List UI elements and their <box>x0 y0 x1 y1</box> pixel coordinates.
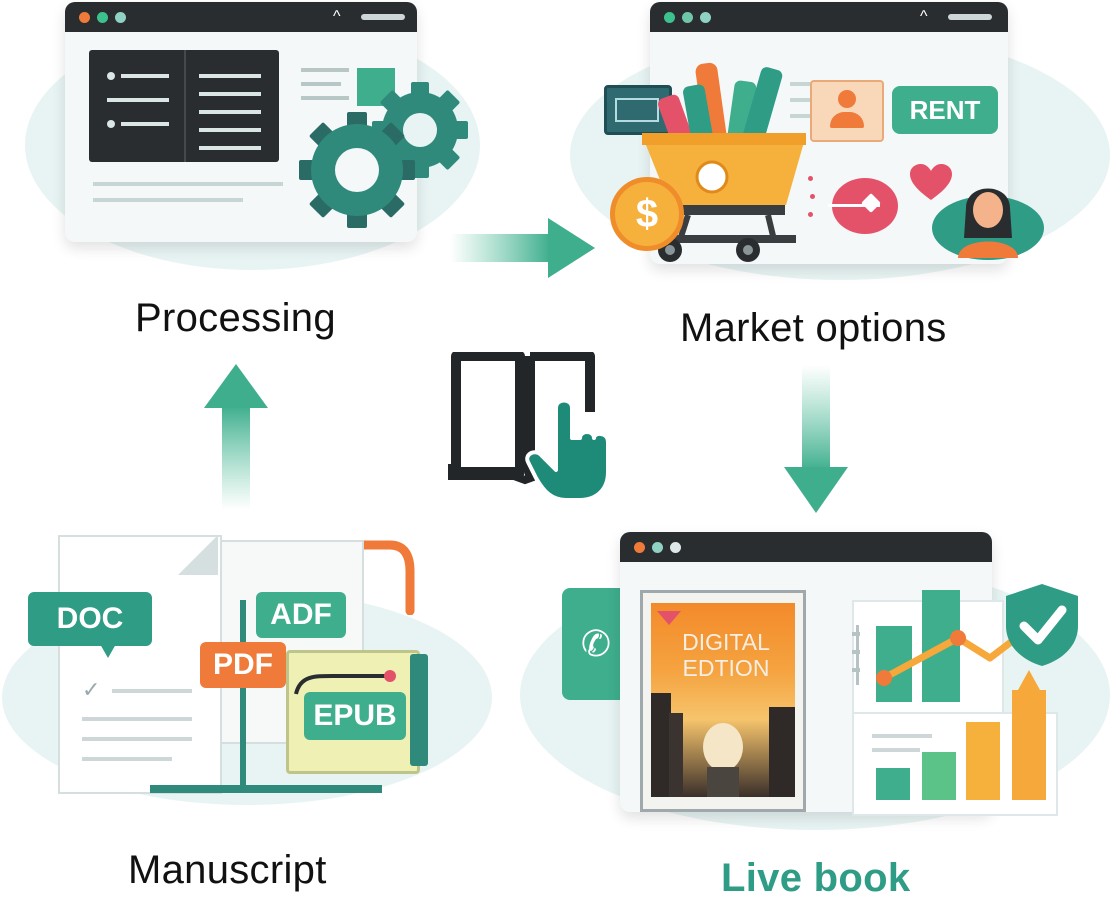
pdf-tag: PDF <box>200 642 286 688</box>
arrow-icon <box>450 218 595 278</box>
chevron-up-icon: ^ <box>333 8 341 25</box>
arrow-icon <box>784 365 848 513</box>
editor-panel <box>89 50 279 162</box>
phone-icon: ✆ <box>562 588 630 700</box>
market-label: Market options <box>680 306 947 350</box>
rent-button[interactable]: RENT <box>892 86 998 134</box>
gear-icon <box>299 82 468 228</box>
shopping-cart-icon <box>642 62 806 262</box>
epub-tag: EPUB <box>304 692 406 740</box>
document-front: ✓ <box>58 535 222 794</box>
adf-tag: ADF <box>256 592 346 638</box>
doc-tag: DOC <box>28 592 152 646</box>
live-window-titlebar <box>620 532 992 562</box>
ebook-cover: DIGITAL EDTION <box>640 590 806 812</box>
checkmark-icon: ✓ <box>82 677 101 702</box>
cover-title: DIGITAL EDTION <box>682 629 770 681</box>
arrow-icon <box>204 364 268 510</box>
manuscript-label: Manuscript <box>128 848 327 892</box>
chart-badge-icon <box>828 178 898 234</box>
connector-stand <box>240 600 246 790</box>
market-window-titlebar: ^ <box>650 2 1008 32</box>
dollar-coin-icon: $ <box>610 177 684 251</box>
shield-check-icon <box>1006 584 1078 666</box>
connector-pipe <box>340 540 415 615</box>
rent-label: RENT <box>909 94 981 125</box>
live-book-label: Live book <box>721 856 911 900</box>
processing-label: Processing <box>135 296 336 340</box>
processing-window-titlebar: ^ <box>65 2 417 32</box>
person-icon <box>810 80 884 142</box>
person-icon <box>932 188 1044 260</box>
heart-icon <box>910 164 952 200</box>
chevron-up-icon: ^ <box>920 8 928 25</box>
book-touch-icon <box>448 352 610 502</box>
